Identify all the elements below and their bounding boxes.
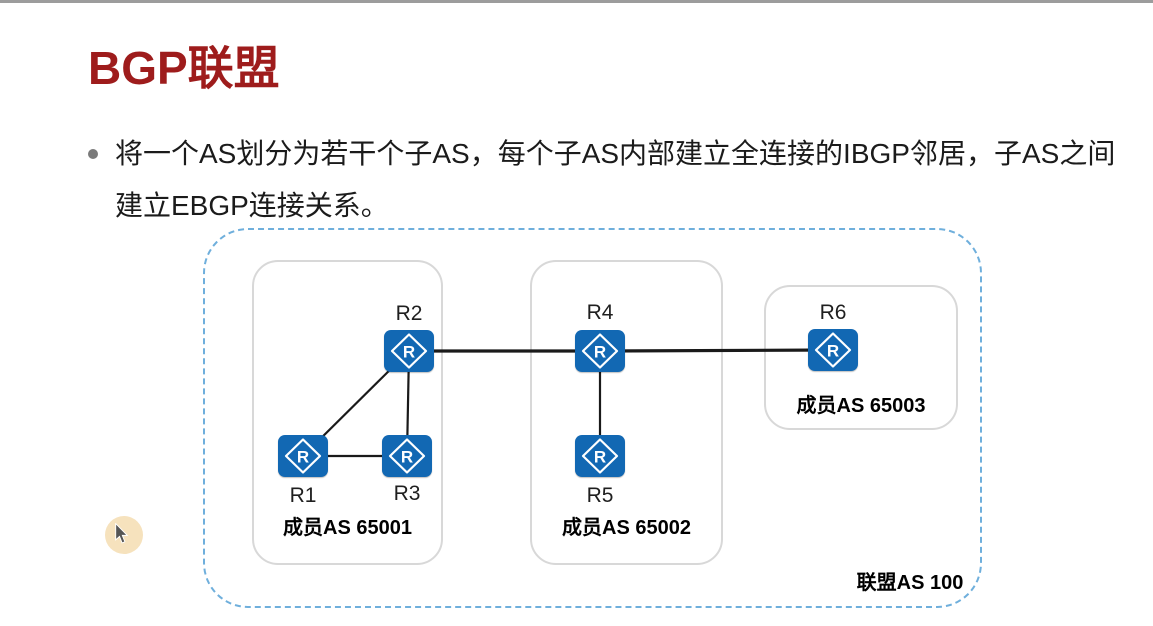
- router-icon: R: [388, 438, 426, 474]
- svg-text:R: R: [594, 448, 606, 467]
- router-icon: R: [581, 438, 619, 474]
- mouse-cursor-icon: [115, 523, 129, 544]
- router-node-r5: R: [575, 435, 625, 477]
- bullet-dot: [88, 149, 98, 159]
- confederation-boundary: [203, 228, 982, 608]
- svg-text:R: R: [827, 342, 839, 361]
- router-label-r1: R1: [289, 484, 317, 507]
- router-label-r5: R5: [586, 484, 614, 507]
- member-as-65003-box: [764, 285, 958, 430]
- router-node-r2: R: [384, 330, 434, 372]
- router-icon: R: [814, 332, 852, 368]
- confederation-as-label: 联盟AS 100: [856, 572, 964, 594]
- router-label-r6: R6: [819, 301, 847, 324]
- member-as-65002-box: [530, 260, 723, 565]
- router-node-r4: R: [575, 330, 625, 372]
- member-as-65001-label: 成员AS 65001: [283, 517, 412, 539]
- slide-top-border: [0, 0, 1153, 3]
- router-label-r3: R3: [393, 482, 421, 505]
- router-node-r3: R: [382, 435, 432, 477]
- member-as-65003-label: 成员AS 65003: [796, 395, 926, 417]
- router-icon: R: [581, 333, 619, 369]
- svg-text:R: R: [403, 343, 415, 362]
- svg-text:R: R: [401, 448, 413, 467]
- router-node-r1: R: [278, 435, 328, 477]
- svg-text:R: R: [594, 343, 606, 362]
- bullet-text: 将一个AS划分为若干个子AS，每个子AS内部建立全连接的IBGP邻居，子AS之间…: [115, 128, 1145, 232]
- router-icon: R: [390, 333, 428, 369]
- router-label-r4: R4: [586, 301, 614, 324]
- router-icon: R: [284, 438, 322, 474]
- member-as-65002-label: 成员AS 65002: [562, 517, 691, 539]
- router-node-r6: R: [808, 329, 858, 371]
- router-label-r2: R2: [395, 302, 423, 325]
- svg-text:R: R: [297, 448, 309, 467]
- bullet-text-line-2: 建立EBGP连接关系。: [115, 190, 389, 221]
- bullet-text-line-1: 将一个AS划分为若干个子AS，每个子AS内部建立全连接的IBGP邻居，子AS之间: [115, 138, 1116, 169]
- page-title: BGP联盟: [88, 42, 280, 94]
